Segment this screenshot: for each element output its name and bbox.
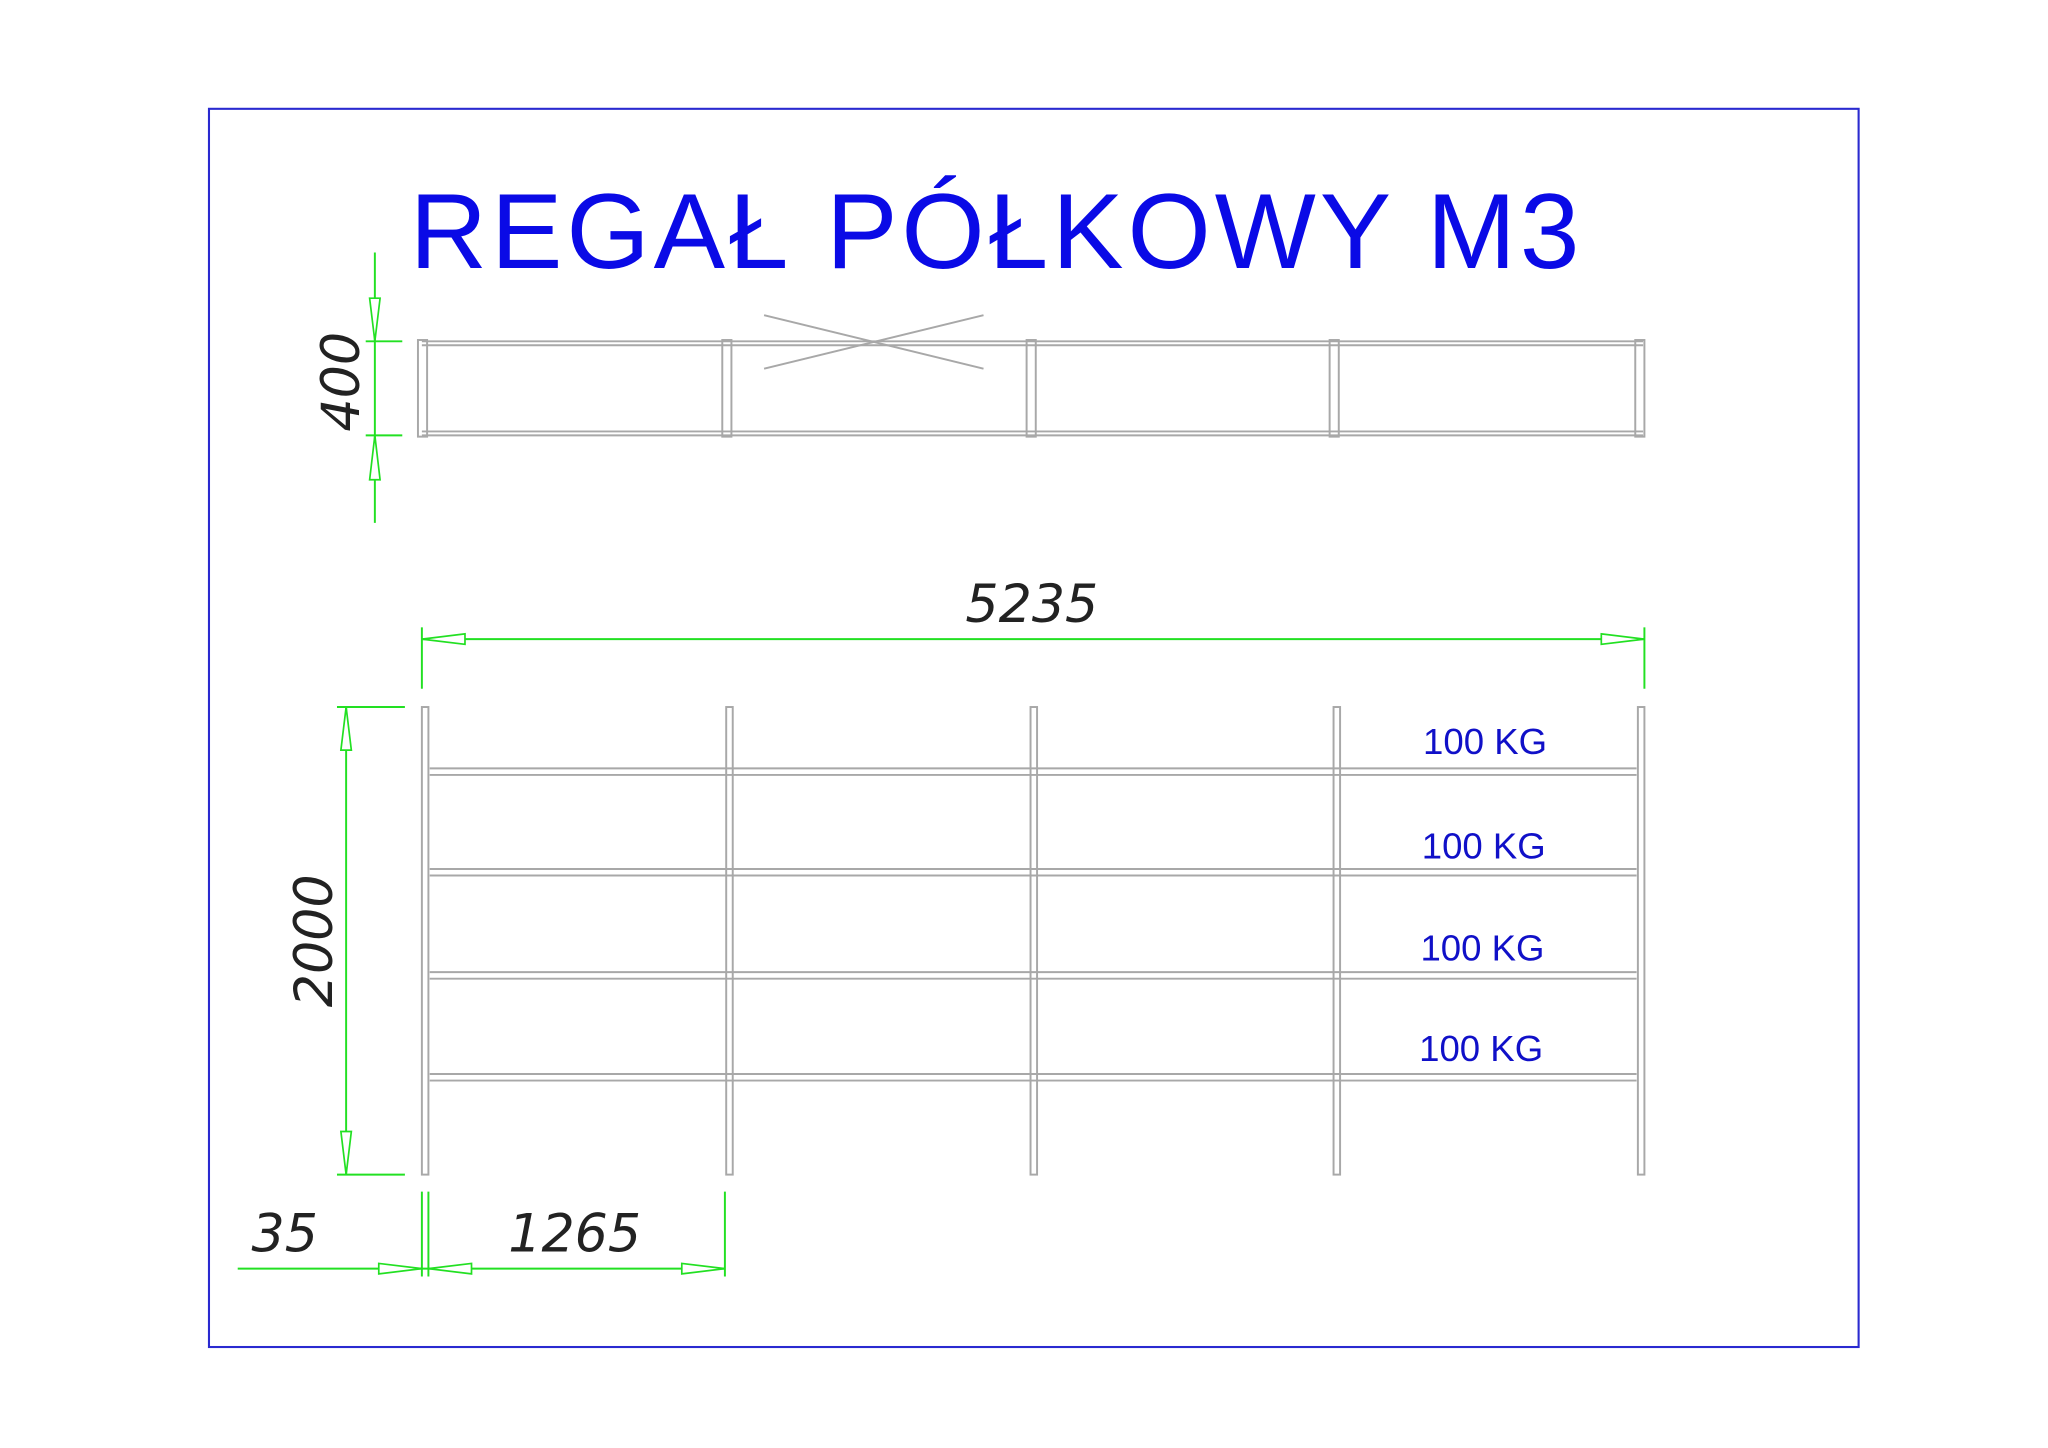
bay-width-label: 1265	[508, 1205, 641, 1265]
bay-dimension: 35 1265	[237, 1191, 726, 1277]
top-post	[1634, 339, 1646, 438]
top-view	[416, 314, 1646, 438]
top-post	[1025, 339, 1037, 438]
top-post	[1328, 339, 1340, 438]
drawing-frame	[207, 107, 1860, 1349]
front-post	[1332, 706, 1342, 1176]
length-label: 5235	[965, 575, 1098, 635]
shelf-load-label: 100 KG	[1423, 721, 1547, 762]
depth-label: 400	[312, 332, 372, 432]
drawing-title: REGAŁ PÓŁKOWY M3	[410, 171, 1584, 291]
top-post	[721, 339, 733, 438]
front-post	[1029, 706, 1039, 1176]
post-width-label: 35	[252, 1205, 318, 1265]
depth-dimension: 400	[312, 252, 403, 523]
front-view: 100 KG 100 KG 100 KG 100 KG	[420, 706, 1646, 1176]
length-dimension: 5235	[420, 575, 1646, 689]
height-label: 2000	[285, 874, 345, 1007]
top-post	[416, 339, 429, 438]
shelf-load-label: 100 KG	[1420, 927, 1544, 968]
shelf-load-label: 100 KG	[1422, 826, 1546, 867]
shelf-rows	[429, 767, 1637, 1082]
front-post	[420, 706, 430, 1176]
front-post	[725, 706, 734, 1176]
front-post	[1636, 706, 1646, 1176]
cross-brace	[763, 314, 984, 370]
shelf-load-label: 100 KG	[1419, 1028, 1543, 1069]
height-dimension: 2000	[285, 706, 405, 1176]
